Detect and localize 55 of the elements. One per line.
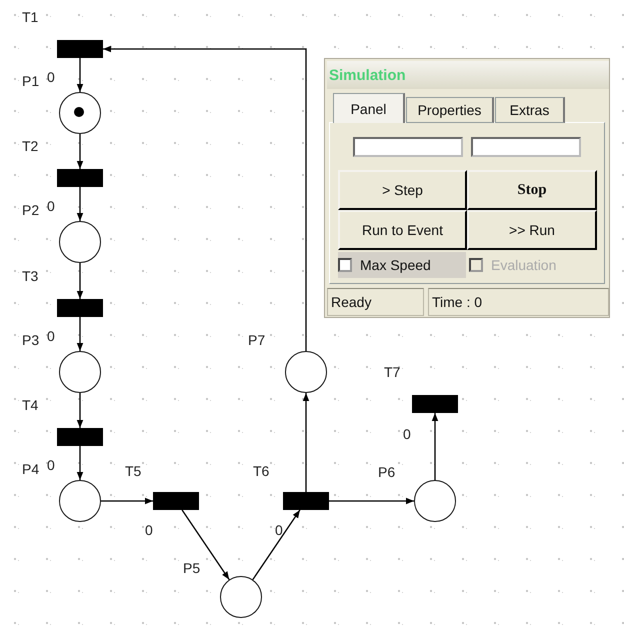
arc-arrow	[182, 510, 230, 580]
transition-label: T5	[125, 463, 142, 479]
run-to-event-button: Run to Event	[338, 210, 467, 250]
status-text: Time : 0	[428, 288, 609, 316]
transition-bar	[57, 299, 103, 317]
place-label: P2	[22, 202, 40, 218]
status-text: Ready	[327, 288, 424, 316]
arc-arrow	[103, 46, 307, 351]
title-bar: Simulation	[327, 61, 609, 89]
simulation-window	[324, 58, 610, 318]
tab: Properties	[406, 97, 494, 123]
transition-bar	[153, 492, 199, 510]
transition-bar	[57, 428, 103, 446]
transition-label: T2	[22, 138, 38, 154]
arc-arrow	[76, 317, 84, 351]
transition-bar	[412, 395, 458, 413]
place-label: P4	[22, 461, 40, 477]
place-label: P6	[378, 464, 396, 480]
place-label: P7	[248, 332, 266, 348]
transition-bar	[283, 492, 329, 510]
transition-bar	[57, 169, 103, 187]
place-label: P1	[22, 73, 40, 89]
stop-button: Stop	[467, 170, 597, 210]
arc-arrow	[252, 510, 300, 580]
place-label: P5	[183, 560, 200, 576]
arc-arrow	[302, 393, 310, 492]
transition-label: T1	[22, 9, 38, 25]
arc-arrow	[101, 498, 153, 504]
count-label: 0	[403, 426, 411, 442]
count-label: 0	[145, 522, 153, 538]
arc-arrow	[76, 393, 84, 428]
count-label: 0	[47, 69, 55, 85]
transition-bar	[57, 40, 103, 58]
count-label: 0	[47, 457, 55, 473]
arc-arrow	[76, 446, 84, 480]
tab: Panel	[333, 93, 405, 123]
arc-arrow	[432, 413, 438, 480]
checkbox: Evaluation	[469, 252, 599, 278]
tab: Extras	[495, 97, 565, 123]
transition-label: T6	[253, 463, 270, 479]
run-button: >> Run	[467, 210, 597, 250]
arc-arrow	[329, 498, 414, 504]
count-label: 0	[47, 198, 55, 214]
transition-label: T4	[22, 397, 38, 413]
count-label: 0	[275, 522, 283, 538]
place-label: P3	[22, 332, 40, 348]
arc-arrow	[76, 134, 84, 169]
transition-label: T3	[22, 268, 38, 284]
checkbox: Max Speed	[338, 252, 466, 278]
arc-arrow	[76, 187, 84, 221]
count-label: 0	[47, 328, 55, 344]
arc-arrow	[76, 263, 84, 299]
arc-arrow	[76, 58, 84, 92]
step-button: > Step	[338, 170, 467, 210]
transition-label: T7	[384, 364, 400, 380]
